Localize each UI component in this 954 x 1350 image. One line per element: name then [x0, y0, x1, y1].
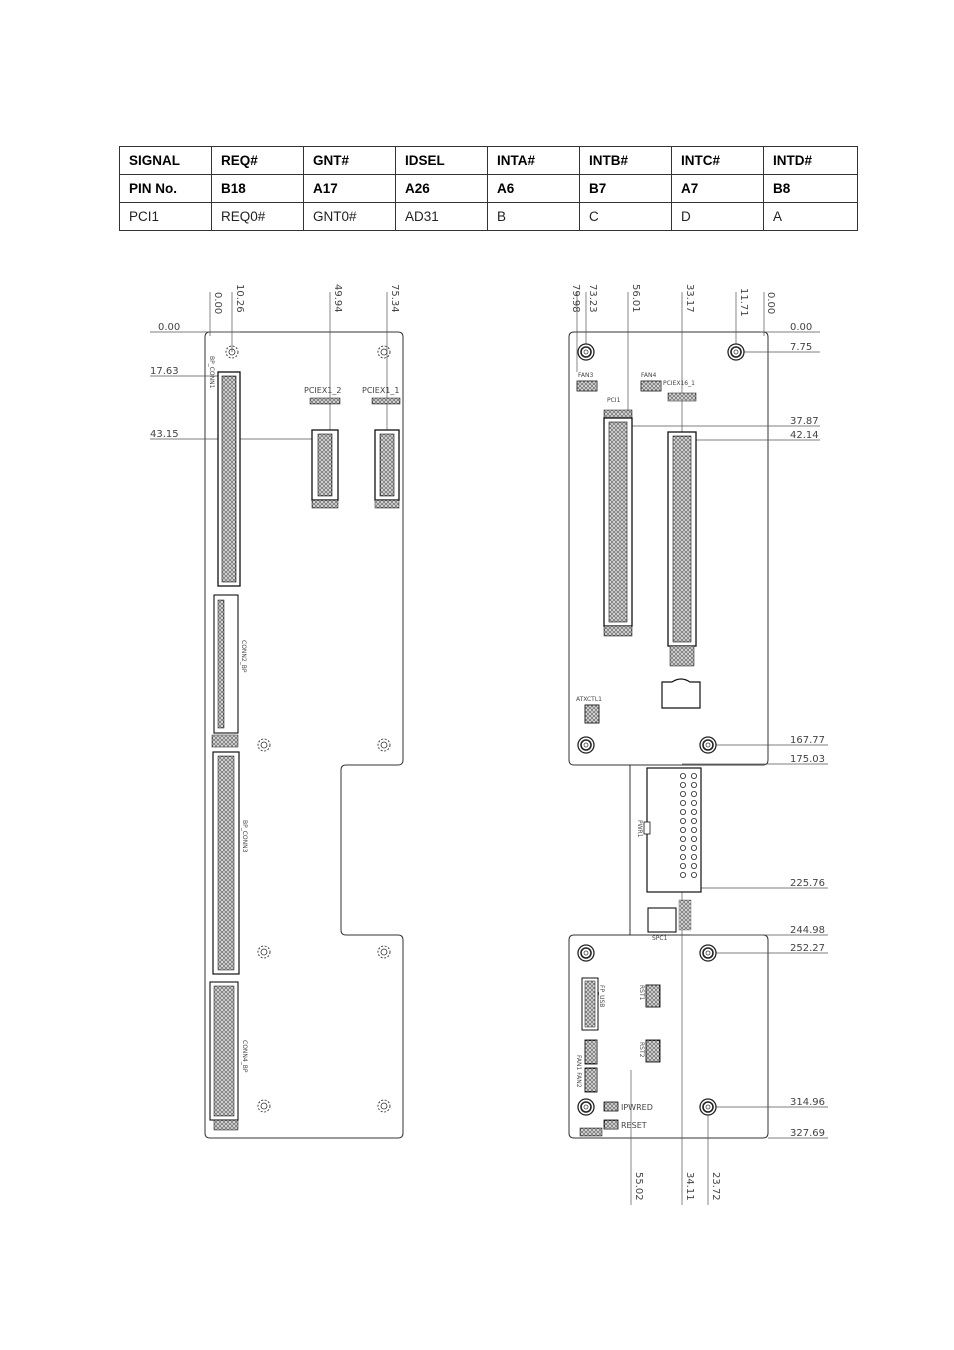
svg-text:ATXCTL1: ATXCTL1 — [576, 696, 602, 703]
bp-connector-4: CONN4_BP — [209, 981, 248, 1121]
fp-usb-header: FP_USB — [581, 977, 605, 1031]
bp-connector-2: CONN2_BP — [213, 594, 247, 734]
spc1-connector: SPC1 — [647, 899, 692, 942]
dim-label-side: 43.15 — [150, 429, 179, 440]
table-cell: A17 — [303, 174, 396, 203]
dim-label-top: 75.34 — [389, 284, 400, 313]
dim-label-right: 225.76 — [790, 878, 825, 889]
svg-text:FAN3: FAN3 — [578, 372, 593, 379]
dim-label-bottom: 34.11 — [684, 1172, 695, 1201]
dim-label-top: 11.71 — [738, 288, 749, 317]
dim-label-side: 0.00 — [158, 322, 180, 333]
dim-label-right: 252.27 — [790, 943, 825, 954]
svg-text:PCIEX1_2: PCIEX1_2 — [304, 386, 341, 395]
table-cell: PIN No. — [119, 174, 212, 203]
fan3-header: FAN3 — [576, 372, 598, 392]
header-cell: INTC# — [671, 146, 764, 175]
table-row: PIN No. B18 A17 A26 A6 B7 A7 B8 — [119, 174, 858, 203]
pin-assignment-table: SIGNAL REQ# GNT# IDSEL INTA# INTB# INTC#… — [119, 146, 858, 231]
svg-text:PCI1: PCI1 — [607, 397, 621, 404]
rst2-header: RST2 — [638, 1039, 661, 1063]
header-cell: IDSEL — [395, 146, 488, 175]
svg-text:CONN4_BP: CONN4_BP — [241, 1040, 248, 1073]
svg-text:BP_CONN3: BP_CONN3 — [241, 820, 248, 853]
table-cell: PCI1 — [119, 202, 212, 231]
header-cell: SIGNAL — [119, 146, 212, 175]
header-cell: REQ# — [211, 146, 304, 175]
svg-text:RST2: RST2 — [638, 1042, 645, 1058]
atxctl1-header: ATXCTL1 — [576, 696, 602, 724]
svg-text:BP_CONN1: BP_CONN1 — [208, 356, 215, 389]
right-board: 79.98 73.23 56.01 33.17 11.71 0.00 0.00 … — [568, 284, 828, 1205]
dim-label-top: 56.01 — [630, 284, 641, 313]
table-cell: A7 — [671, 174, 764, 203]
dim-label-top: 0.00 — [765, 292, 776, 314]
table-cell: A — [763, 202, 858, 231]
table-cell: B — [487, 202, 580, 231]
header-cell: INTD# — [763, 146, 858, 175]
svg-text:PCIEX1_1: PCIEX1_1 — [362, 386, 399, 395]
svg-text:PWR1: PWR1 — [636, 820, 643, 838]
table-cell: REQ0# — [211, 202, 304, 231]
svg-text:CONN2_BP: CONN2_BP — [240, 640, 247, 673]
table-cell: B18 — [211, 174, 304, 203]
pciex1-1-slot: PCIEX1_1 — [362, 386, 401, 509]
reset-header: RESET — [603, 1119, 647, 1130]
svg-text:SPC1: SPC1 — [652, 935, 668, 942]
dim-label-bottom: 23.72 — [710, 1172, 721, 1201]
dim-label-top: 49.94 — [332, 284, 343, 313]
fan4-header: FAN4 — [640, 372, 662, 392]
pciex16-1-slot: PCIEX16_1 — [661, 380, 701, 709]
table-cell: GNT0# — [303, 202, 396, 231]
pciex1-2-slot: PCIEX1_2 — [304, 386, 341, 509]
dim-label-right: 167.77 — [790, 735, 825, 746]
dim-label-top: 79.98 — [570, 284, 581, 313]
dim-label-right: 7.75 — [790, 342, 812, 353]
dim-label-top: 10.26 — [234, 284, 245, 313]
rst1-header: RST1 — [638, 984, 661, 1008]
table-cell: B8 — [763, 174, 858, 203]
table-row: PCI1 REQ0# GNT0# AD31 B C D A — [119, 202, 858, 231]
dim-label-right: 314.96 — [790, 1097, 825, 1108]
dim-label-right: 0.00 — [790, 322, 812, 333]
dim-label-top: 0.00 — [212, 292, 223, 314]
dim-label-right: 327.69 — [790, 1128, 825, 1139]
table-cell: A26 — [395, 174, 488, 203]
table-cell: D — [671, 202, 764, 231]
svg-text:FP_USB: FP_USB — [598, 985, 605, 1007]
svg-text:IPWRED: IPWRED — [621, 1103, 653, 1112]
table-cell: AD31 — [395, 202, 488, 231]
bp-connector-1: BP_CONN1 — [208, 356, 241, 587]
dim-label-right: 175.03 — [790, 754, 825, 765]
table-cell: C — [579, 202, 672, 231]
pwr1-connector: PWR1 — [636, 767, 702, 893]
svg-text:RST1: RST1 — [638, 985, 645, 1001]
dim-label-bottom: 55.02 — [633, 1172, 644, 1201]
bp-connector-3: BP_CONN3 — [212, 751, 248, 975]
svg-text:RESET: RESET — [621, 1121, 647, 1130]
pci1-slot: PCI1 — [603, 397, 633, 637]
table-header-row: SIGNAL REQ# GNT# IDSEL INTA# INTB# INTC#… — [119, 146, 858, 175]
dim-label-right: 42.14 — [790, 430, 819, 441]
dim-label-side: 17.63 — [150, 366, 179, 377]
dim-label-top: 73.23 — [587, 284, 598, 313]
left-board-outline — [204, 331, 404, 1139]
dim-label-right: 37.87 — [790, 416, 819, 427]
dim-label-top: 33.17 — [684, 284, 695, 313]
dim-label-right: 244.98 — [790, 925, 825, 936]
svg-text:FAN1 FAN2: FAN1 FAN2 — [575, 1055, 582, 1088]
right-board-outline — [568, 331, 769, 1139]
fan1-fan2-headers: FAN1 FAN2 — [575, 1039, 598, 1093]
svg-text:FAN4: FAN4 — [641, 372, 656, 379]
svg-text:PCIEX16_1: PCIEX16_1 — [663, 380, 695, 387]
table-cell: B7 — [579, 174, 672, 203]
ipwred-header: IPWRED — [603, 1101, 653, 1112]
left-board: 0.00 10.26 49.94 75.34 0.00 17.63 43.15 … — [150, 284, 404, 1139]
